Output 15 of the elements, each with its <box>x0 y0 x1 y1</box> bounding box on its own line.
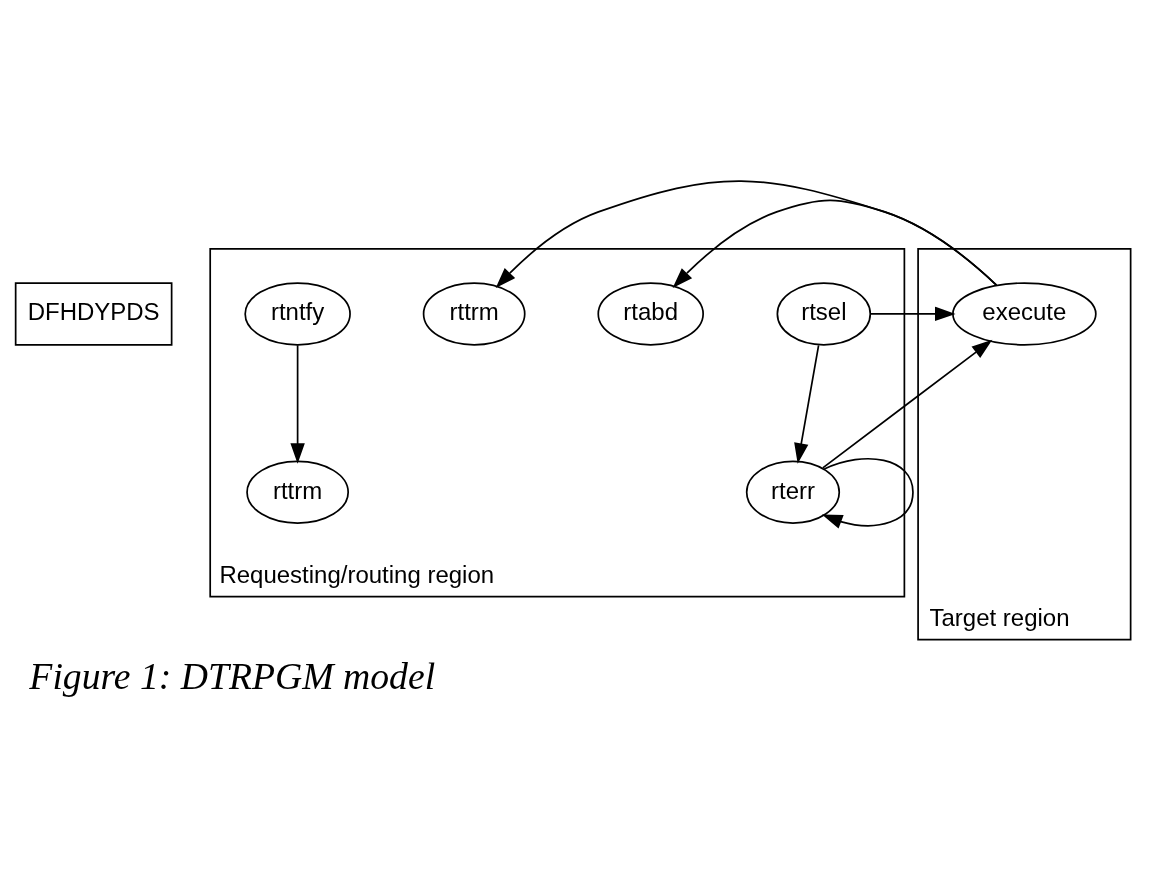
node-ellipse: rttrm <box>246 460 350 524</box>
arrow <box>495 180 998 288</box>
caption: Figure 1: DTRPGM model <box>29 654 436 697</box>
node-ellipse: rttrm <box>422 282 526 346</box>
arrow <box>821 457 914 529</box>
arrow <box>290 344 305 464</box>
node-ellipse: rterr <box>745 460 841 524</box>
node-ellipse: execute <box>952 282 1097 346</box>
arrow <box>869 306 956 322</box>
node-box: DFHDYPDS <box>14 282 173 346</box>
arrow <box>794 344 820 464</box>
node-ellipse: rtntfy <box>244 282 351 346</box>
node-ellipse: rtabd <box>597 282 704 346</box>
arrow <box>821 339 993 469</box>
node-ellipse: rtsel <box>776 282 872 346</box>
